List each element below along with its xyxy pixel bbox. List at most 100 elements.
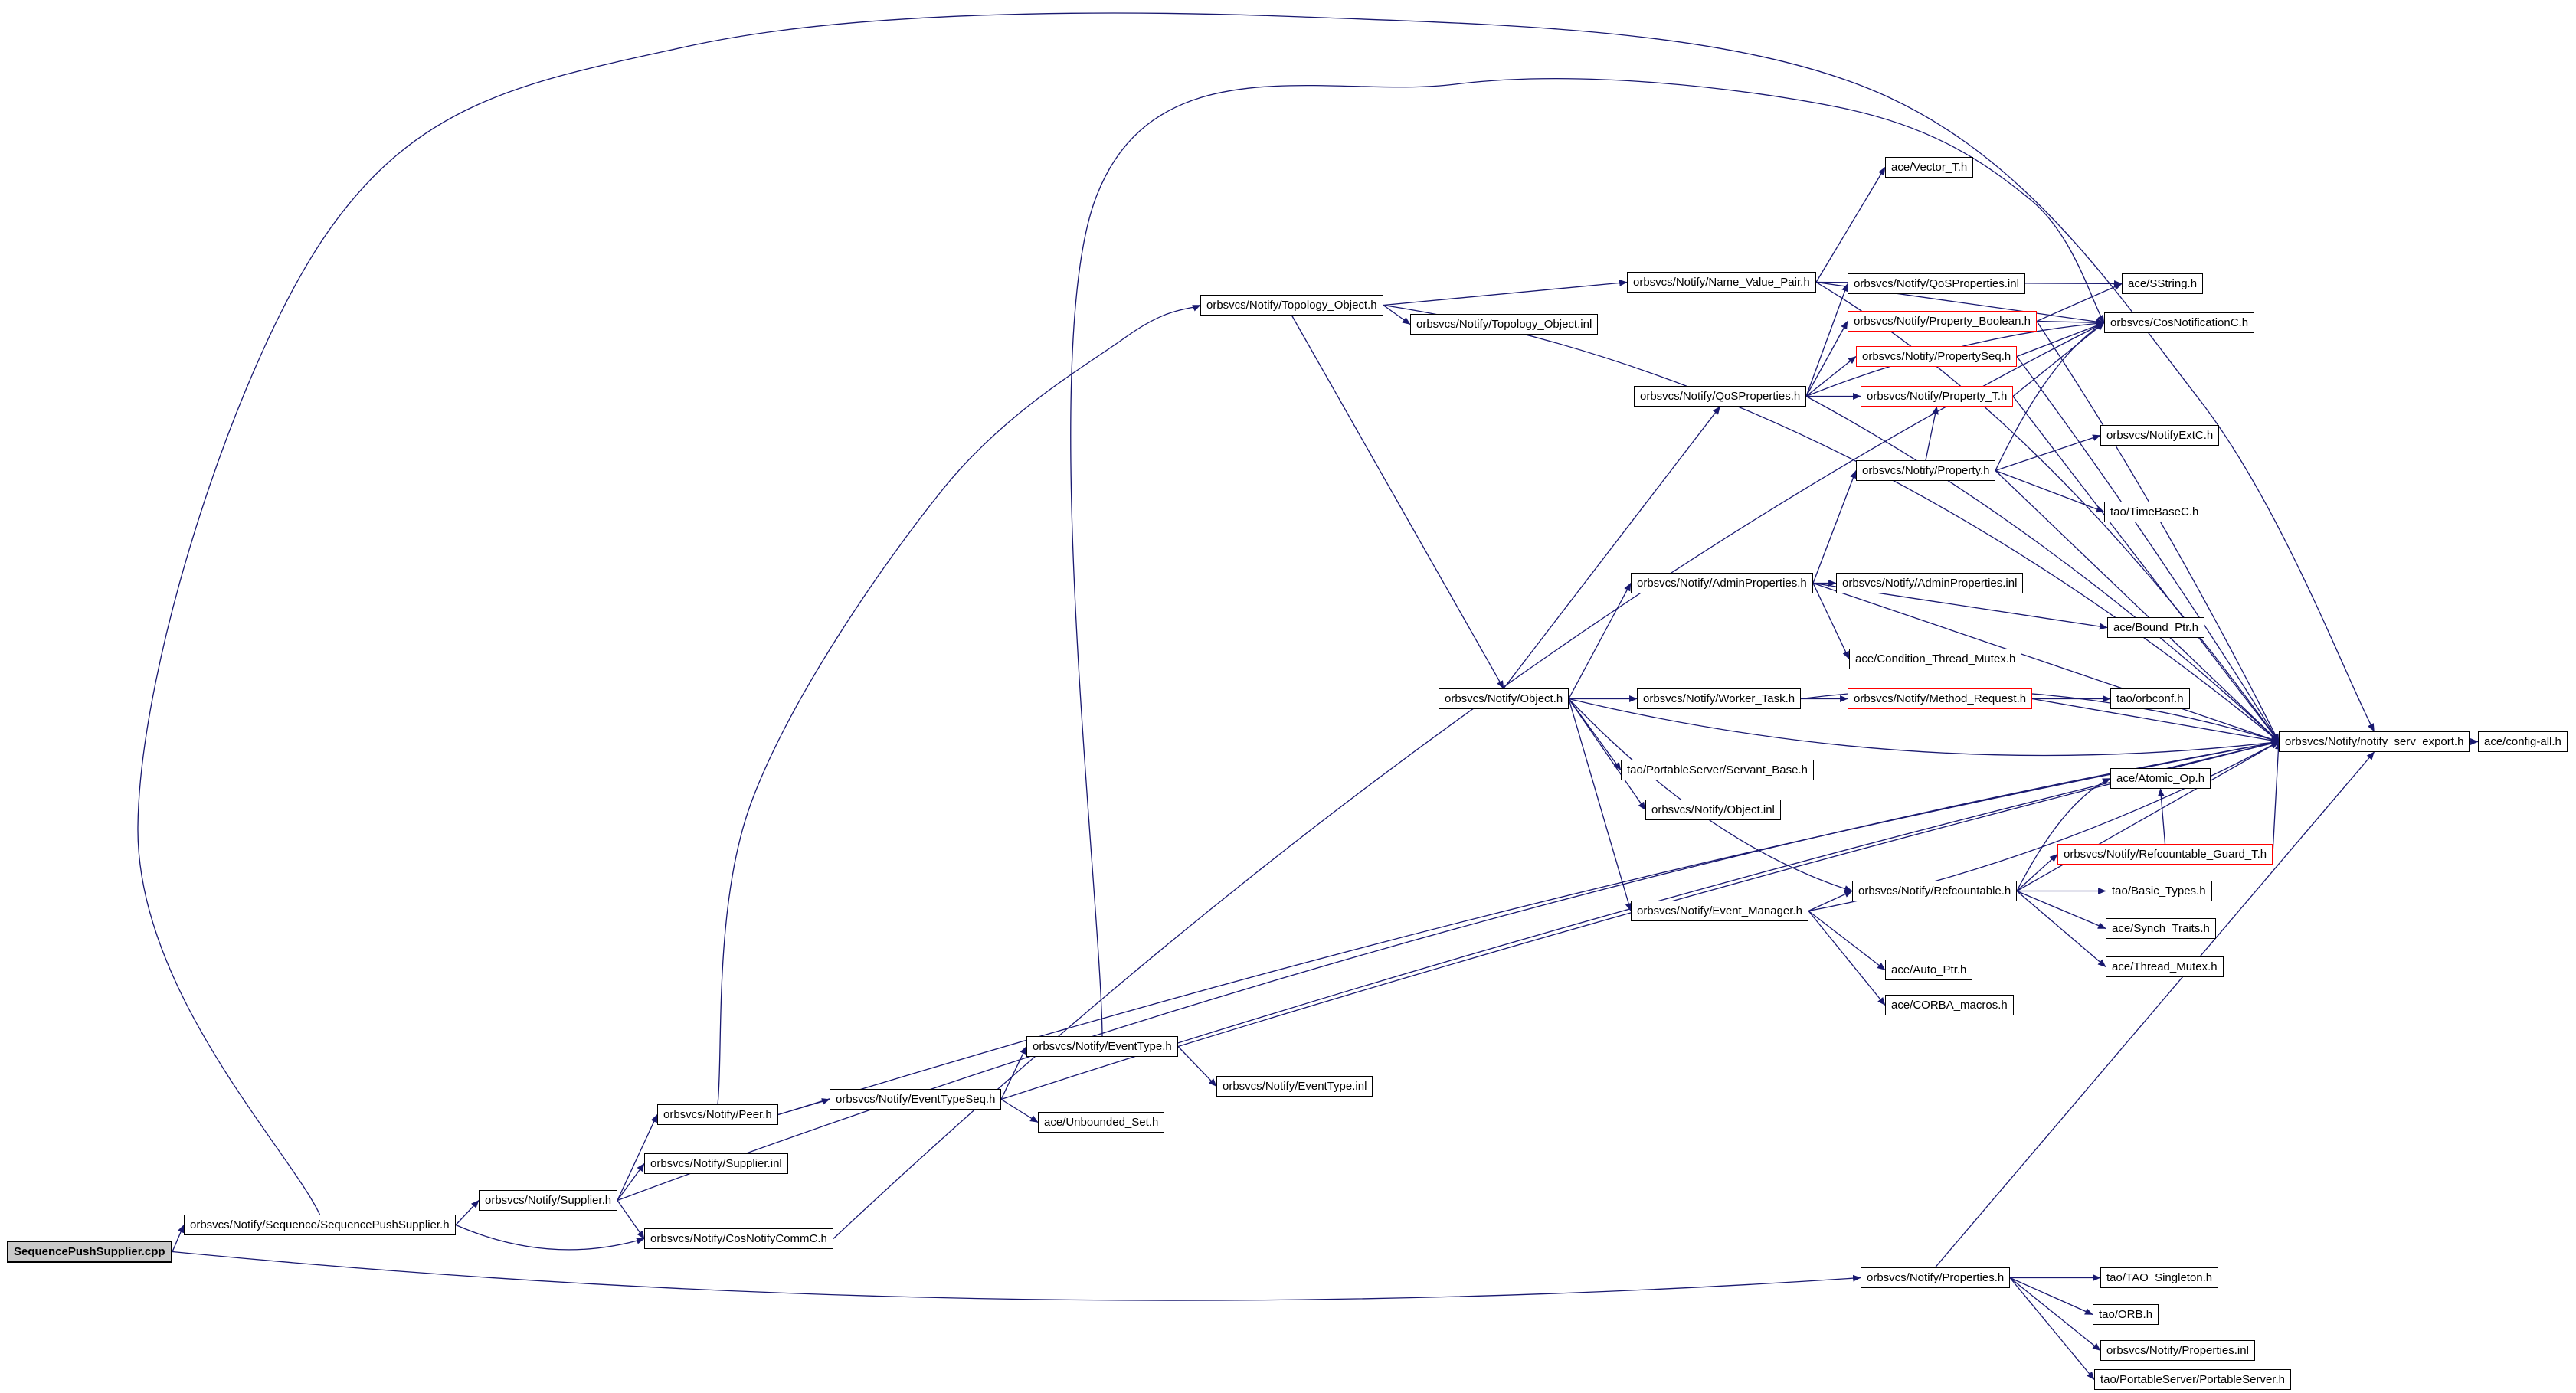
graph-edge-2-3 [455,1200,480,1225]
graph-node-50[interactable]: tao/PortableServer/PortableServer.h [2094,1369,2291,1390]
graph-node-46[interactable]: orbsvcs/Notify/Properties.h [1861,1267,2011,1288]
graph-node-42[interactable]: ace/Auto_Ptr.h [1885,960,1973,980]
graph-edge-7-8 [1000,1045,1027,1100]
graph-node-20[interactable]: orbsvcs/Notify/QoSProperties.h [1634,386,1807,407]
graph-edge-1-46 [172,1251,1861,1301]
graph-edge-37-35 [2016,777,2111,891]
graph-node-2[interactable]: orbsvcs/Notify/Sequence/SequencePushSupp… [184,1215,456,1235]
graph-node-12[interactable]: orbsvcs/Notify/Topology_Object.inl [1410,314,1599,335]
graph-node-44[interactable]: orbsvcs/Notify/notify_serv_export.h [2279,731,2470,752]
graph-node-30[interactable]: orbsvcs/Notify/Worker_Task.h [1637,688,1802,709]
graph-node-14[interactable]: ace/Vector_T.h [1885,157,1974,178]
graph-edge-6-44 [777,739,2280,1116]
graph-node-49[interactable]: orbsvcs/Notify/Properties.inl [2100,1340,2255,1361]
graph-node-27[interactable]: ace/Bound_Ptr.h [2107,617,2204,638]
graph-node-7[interactable]: orbsvcs/Notify/EventTypeSeq.h [830,1089,1002,1110]
graph-node-38[interactable]: tao/Basic_Types.h [2106,881,2212,901]
graph-edge-8-16 [1070,78,2105,1037]
graph-edge-29-20 [1503,406,1721,689]
graph-edge-3-5 [617,1200,645,1239]
graph-edge-3-6 [617,1113,658,1201]
graph-node-6[interactable]: orbsvcs/Notify/Peer.h [657,1104,778,1125]
graph-node-35[interactable]: ace/Atomic_Op.h [2110,768,2211,789]
graph-node-16[interactable]: orbsvcs/CosNotificationC.h [2104,312,2255,333]
graph-edge-23-24 [1995,469,2105,513]
graph-edge-18-15 [2036,283,2123,322]
graph-edge-41-37 [1808,890,1853,912]
graph-edge-46-44 [1935,751,2375,1268]
graph-node-25[interactable]: orbsvcs/Notify/AdminProperties.h [1631,573,1813,593]
graph-node-9[interactable]: orbsvcs/Notify/EventType.inl [1216,1076,1373,1097]
graph-node-21[interactable]: orbsvcs/Notify/Property_T.h [1861,386,2014,407]
graph-node-13[interactable]: orbsvcs/Notify/Name_Value_Pair.h [1627,272,1816,293]
graph-edge-37-36 [2016,854,2058,891]
graph-edge-11-44 [1383,304,2280,743]
graph-edge-5-16 [833,322,2105,1239]
graph-edge-8-9 [1177,1046,1217,1087]
graph-edge-13-14 [1815,166,1886,283]
graph-edge-3-44 [617,739,2280,1202]
graph-node-28[interactable]: ace/Condition_Thread_Mutex.h [1849,649,2022,669]
graph-edge-2-5 [455,1224,645,1251]
graph-edge-1-2 [172,1224,185,1252]
graph-node-3[interactable]: orbsvcs/Notify/Supplier.h [479,1190,618,1211]
graph-node-32[interactable]: tao/orbconf.h [2110,688,2190,709]
graph-node-37[interactable]: orbsvcs/Notify/Refcountable.h [1852,881,2018,901]
graph-edge-20-17 [1805,283,1848,397]
graph-node-22[interactable]: orbsvcs/NotifyExtC.h [2100,425,2220,446]
graph-edge-36-35 [2157,788,2166,845]
graph-node-29[interactable]: orbsvcs/Notify/Object.h [1439,688,1569,709]
graph-edge-6-11 [717,304,1201,1105]
graph-edge-37-39 [2016,890,2106,930]
graph-node-45[interactable]: ace/config-all.h [2478,731,2568,752]
graph-edge-11-29 [1291,315,1504,689]
graph-node-17[interactable]: orbsvcs/Notify/QoSProperties.inl [1848,273,2025,294]
graph-node-48[interactable]: tao/ORB.h [2093,1304,2159,1325]
graph-edge-29-44 [1568,698,2280,757]
graph-node-1: SequencePushSupplier.cpp [7,1241,172,1263]
graph-edge-37-40 [2016,891,2106,967]
graph-edge-23-44 [1995,470,2280,742]
graph-edge-23-16 [1995,322,2105,471]
graph-edge-19-44 [2016,356,2280,742]
graph-node-19[interactable]: orbsvcs/Notify/PropertySeq.h [1856,346,2018,367]
graph-node-31[interactable]: orbsvcs/Notify/Method_Request.h [1848,688,2033,709]
graph-node-23[interactable]: orbsvcs/Notify/Property.h [1856,460,1996,481]
graph-edge-23-22 [1995,434,2101,472]
graph-edge-46-49 [2009,1277,2101,1352]
graph-edge-29-37 [1568,698,1853,892]
graph-node-24[interactable]: tao/TimeBaseC.h [2104,502,2205,522]
graph-node-15[interactable]: ace/SString.h [2122,273,2204,294]
graph-node-40[interactable]: ace/Thread_Mutex.h [2106,956,2224,977]
graph-edge-18-44 [2036,321,2280,743]
graph-edge-29-34 [1568,698,1646,810]
graph-node-36[interactable]: orbsvcs/Notify/Refcountable_Guard_T.h [2057,844,2273,865]
graph-edge-46-50 [2009,1277,2095,1380]
graph-node-18[interactable]: orbsvcs/Notify/Property_Boolean.h [1848,311,2037,332]
graph-node-11[interactable]: orbsvcs/Notify/Topology_Object.h [1200,295,1383,316]
graph-edge-21-44 [2012,396,2280,742]
graph-edge-11-13 [1383,280,1628,306]
graph-edge-29-25 [1568,582,1632,699]
graph-node-34[interactable]: orbsvcs/Notify/Object.inl [1645,800,1781,820]
graph-edge-46-48 [2009,1277,2093,1316]
graph-node-47[interactable]: tao/TAO_Singleton.h [2100,1267,2219,1288]
graph-node-8[interactable]: orbsvcs/Notify/EventType.h [1026,1036,1178,1057]
graph-node-4[interactable]: orbsvcs/Notify/Supplier.inl [644,1153,788,1174]
graph-node-5[interactable]: orbsvcs/Notify/CosNotifyCommC.h [644,1228,833,1249]
graph-node-41[interactable]: orbsvcs/Notify/Event_Manager.h [1631,901,1808,921]
graph-edge-25-23 [1812,469,1857,584]
graph-node-33[interactable]: tao/PortableServer/Servant_Base.h [1621,760,1814,780]
graph-edge-23-21 [1925,406,1939,461]
graph-edge-41-42 [1808,910,1886,971]
graph-edge-2-44 [137,12,2375,1215]
graph-node-26[interactable]: orbsvcs/Notify/AdminProperties.inl [1836,573,2024,593]
graph-node-43[interactable]: ace/CORBA_macros.h [1885,995,2014,1015]
graph-node-10[interactable]: ace/Unbounded_Set.h [1038,1112,1165,1133]
graph-edge-31-44 [2031,698,2280,744]
graph-node-39[interactable]: ace/Synch_Traits.h [2106,918,2216,939]
graph-edge-21-16 [2012,322,2105,397]
graph-edge-20-18 [1805,320,1848,397]
